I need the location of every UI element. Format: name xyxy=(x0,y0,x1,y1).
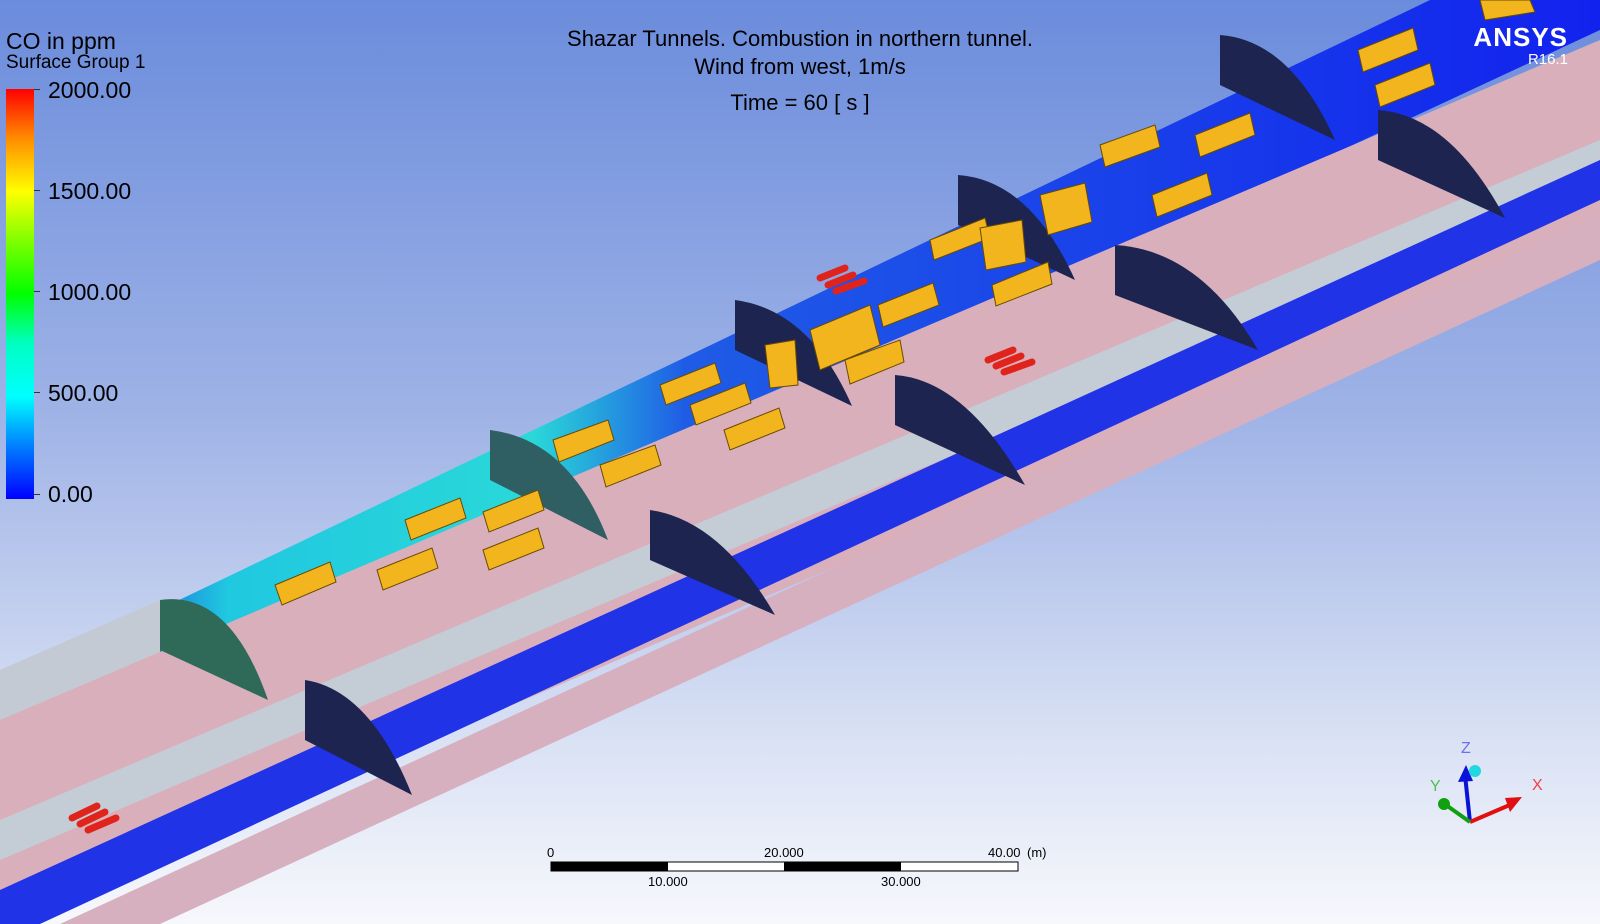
legend-variable: CO in ppm xyxy=(6,28,116,54)
tick-mark xyxy=(34,392,40,393)
logo-version: R16.1 xyxy=(1527,51,1568,68)
axis-y-label: Y xyxy=(1430,778,1441,795)
axis-x-label: X xyxy=(1532,777,1543,794)
legend-tick: 1500.00 xyxy=(48,178,132,204)
tick-mark xyxy=(34,89,40,90)
scale-label: 0 xyxy=(547,845,555,860)
title-line-1: Shazar Tunnels. Combustion in northern t… xyxy=(567,26,1033,51)
tick-mark xyxy=(34,494,40,495)
scale-label: 30.000 xyxy=(881,874,921,889)
logo-brand: ANSYS xyxy=(1473,22,1568,52)
legend-tick: 1000.00 xyxy=(48,279,132,305)
title-line-2: Wind from west, 1m/s xyxy=(694,54,906,79)
legend-tick: 0.00 xyxy=(48,481,93,507)
vehicles xyxy=(274,0,1536,606)
axis-triad xyxy=(1438,765,1522,824)
tick-mark xyxy=(34,291,40,292)
color-bar xyxy=(6,89,34,499)
arches xyxy=(160,35,1505,795)
scale-unit: (m) xyxy=(1027,845,1047,860)
lower-floor-strip xyxy=(60,215,1600,924)
ansys-logo: ANSYS R16.1 xyxy=(1473,22,1568,68)
fire-sources xyxy=(68,264,1036,834)
southern-tube xyxy=(0,160,1600,924)
scale-label: 20.000 xyxy=(764,845,804,860)
legend-tick: 500.00 xyxy=(48,380,119,406)
scale-label: 40.00 xyxy=(988,845,1021,860)
time-label: Time = 60 [ s ] xyxy=(730,90,870,115)
scale-label: 10.000 xyxy=(648,874,688,889)
legend-location: Surface Group 1 xyxy=(6,52,146,73)
scale-bar xyxy=(550,861,1019,872)
tick-mark xyxy=(34,190,40,191)
axis-z-label: Z xyxy=(1461,740,1471,757)
legend-tick: 2000.00 xyxy=(48,77,132,103)
northern-tunnel-floor xyxy=(0,40,1600,830)
